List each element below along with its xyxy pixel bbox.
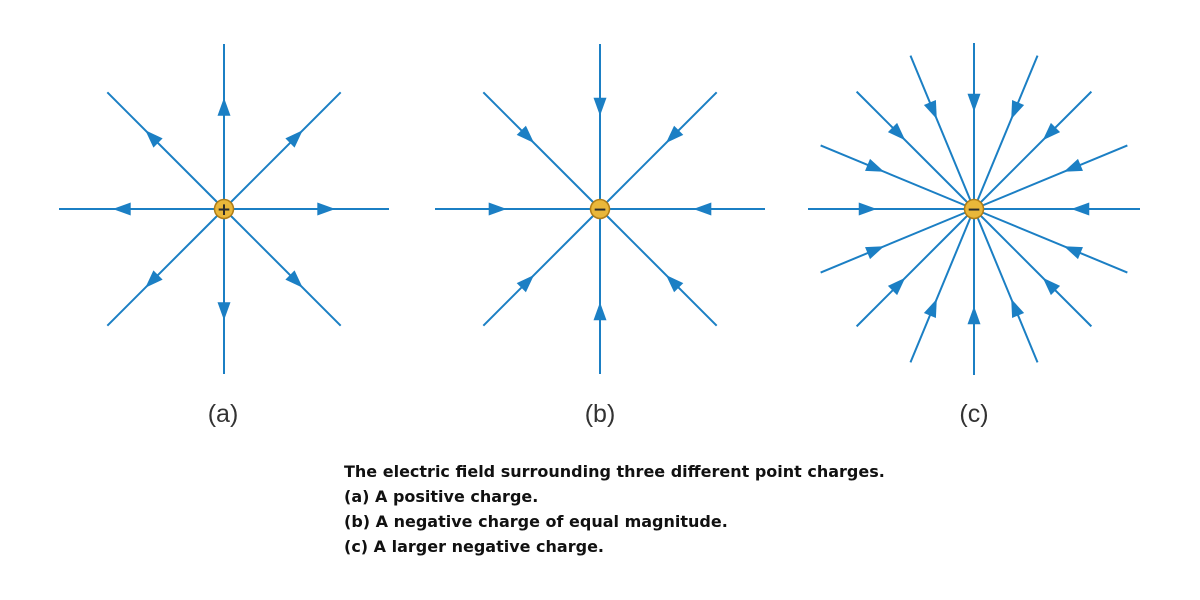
field-arrow xyxy=(593,97,607,116)
field-line xyxy=(909,208,975,363)
field-arrow xyxy=(923,100,937,120)
field-line xyxy=(973,208,1093,328)
field-arrow xyxy=(516,274,535,293)
field-line xyxy=(973,208,1039,363)
field-arrow xyxy=(285,270,303,288)
panel-c-larger-negative-charge: − xyxy=(808,43,1140,375)
field-line xyxy=(909,55,975,210)
field-line xyxy=(106,208,225,327)
field-arrow xyxy=(865,158,885,172)
field-arrow xyxy=(112,202,131,216)
caption-line-c: (c) A larger negative charge. xyxy=(344,537,604,556)
figure-caption: The electric field surrounding three dif… xyxy=(344,459,1164,559)
field-arrow xyxy=(145,130,163,148)
charge-sign: − xyxy=(593,200,607,220)
field-line xyxy=(106,91,225,210)
caption-line-title: The electric field surrounding three dif… xyxy=(344,462,885,481)
field-arrow xyxy=(593,302,607,321)
field-arrow xyxy=(285,130,303,148)
field-arrow xyxy=(1071,202,1090,216)
field-line xyxy=(599,91,718,210)
field-arrow xyxy=(1042,277,1061,296)
field-arrow xyxy=(887,122,906,141)
caption-line-a: (a) A positive charge. xyxy=(344,487,539,506)
field-line xyxy=(855,90,975,210)
point-charge xyxy=(213,198,235,220)
field-arrow xyxy=(317,202,336,216)
field-line xyxy=(599,208,718,327)
field-arrow xyxy=(516,125,535,144)
field-arrow xyxy=(1063,158,1083,172)
point-charge xyxy=(963,198,985,220)
field-arrow xyxy=(665,125,684,144)
field-line xyxy=(973,208,1128,274)
field-arrow xyxy=(488,202,507,216)
field-arrow xyxy=(1011,100,1025,120)
panel-label-a: (a) xyxy=(207,400,239,428)
field-line xyxy=(820,144,975,210)
field-line xyxy=(482,91,601,210)
panel-label-b: (b) xyxy=(584,400,616,428)
field-arrow xyxy=(858,202,877,216)
field-arrow xyxy=(887,277,906,296)
field-arrow xyxy=(967,93,981,112)
field-arrow xyxy=(217,302,231,321)
field-arrow xyxy=(1042,122,1061,141)
panel-label-c: (c) xyxy=(959,400,989,428)
field-arrow xyxy=(217,97,231,116)
field-arrow xyxy=(967,306,981,325)
charge-sign: − xyxy=(967,200,981,220)
field-line xyxy=(482,208,601,327)
field-arrow xyxy=(1063,246,1083,260)
caption-line-b: (b) A negative charge of equal magnitude… xyxy=(344,512,728,531)
point-charge xyxy=(589,198,611,220)
field-arrow xyxy=(693,202,712,216)
field-arrow xyxy=(865,246,885,260)
field-line xyxy=(973,55,1039,210)
field-line xyxy=(223,208,342,327)
field-arrow xyxy=(145,270,163,288)
field-line xyxy=(973,144,1128,210)
panel-a-positive-charge: + xyxy=(59,44,389,374)
field-line xyxy=(223,91,342,210)
field-line xyxy=(820,208,975,274)
charge-sign: + xyxy=(217,200,231,220)
panel-b-negative-charge: − xyxy=(435,44,765,374)
field-arrow xyxy=(1011,298,1025,318)
field-arrow xyxy=(923,298,937,318)
field-arrow xyxy=(665,274,684,293)
field-line xyxy=(855,208,975,328)
field-line xyxy=(973,90,1093,210)
